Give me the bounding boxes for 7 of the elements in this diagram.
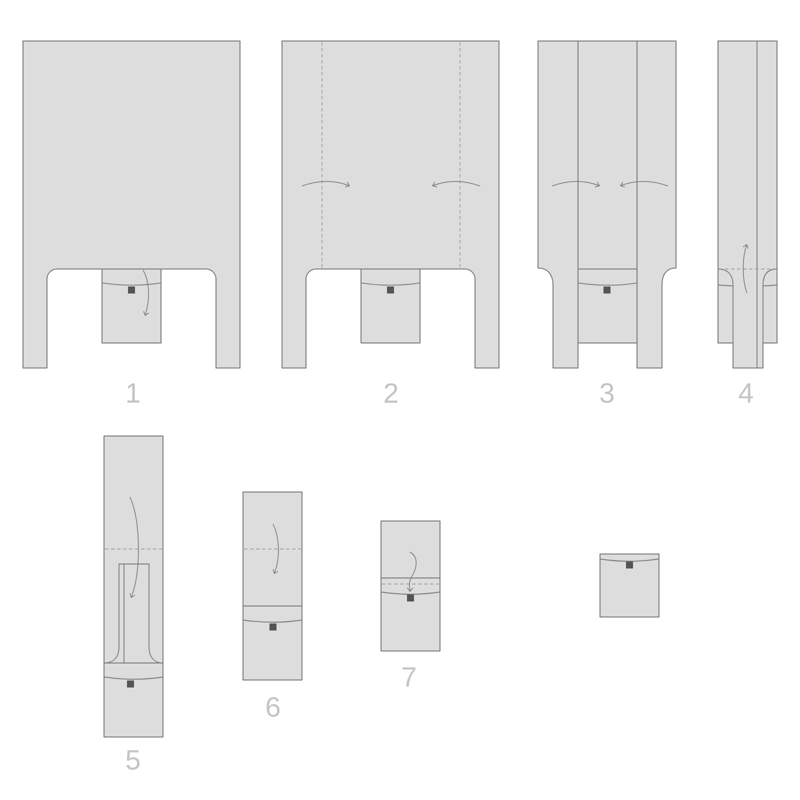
step-number: 5 <box>126 750 140 770</box>
step-number: 7 <box>402 667 416 687</box>
step-number: 1 <box>127 383 140 403</box>
step-number: 2 <box>384 383 398 403</box>
step-number: 4 <box>738 383 753 403</box>
step-number: 6 <box>266 697 280 717</box>
step-number: 3 <box>600 383 614 403</box>
